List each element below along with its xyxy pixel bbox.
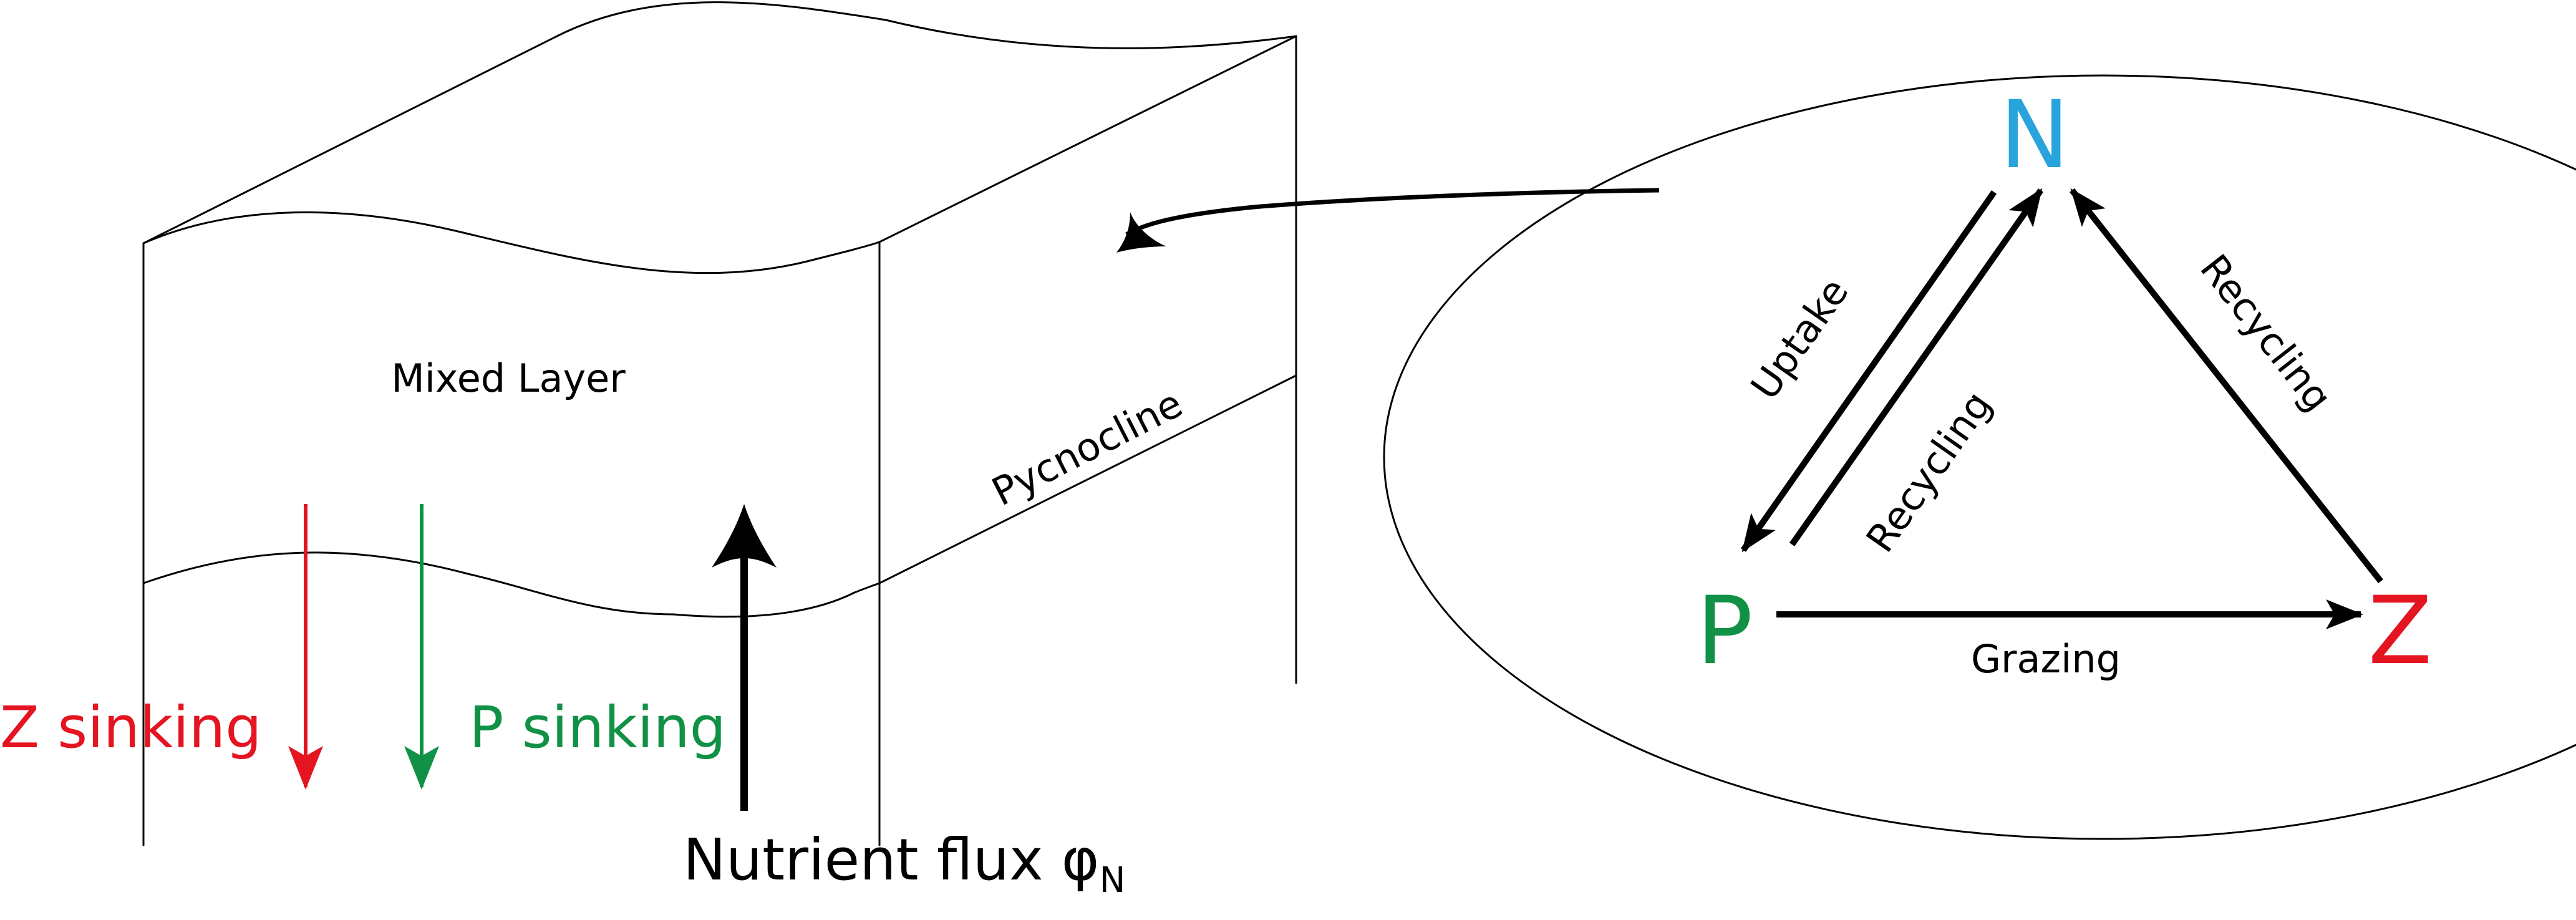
p-label: P bbox=[1697, 577, 1753, 685]
mixed-layer-label: Mixed Layer bbox=[391, 356, 626, 401]
z-label: Z bbox=[2368, 577, 2433, 685]
uptake-label: Uptake bbox=[1741, 269, 1857, 407]
nutrient-flux-subscript: N bbox=[1099, 860, 1125, 901]
slab-back-top-surface bbox=[557, 1, 1297, 49]
z-sinking-label: Z sinking bbox=[0, 694, 262, 761]
pycnocline-label: Pycnocline bbox=[985, 380, 1189, 515]
nutrient-flux-arrow-head bbox=[712, 504, 777, 568]
recycling-p-to-n-arrow bbox=[1789, 188, 2044, 546]
recycling-z-to-n-arrow bbox=[2070, 188, 2383, 584]
ocean-slab bbox=[142, 1, 1297, 846]
pycnocline-side-line bbox=[878, 374, 1297, 584]
n-label: N bbox=[2000, 81, 2070, 190]
recycling-p-label: Recycling bbox=[1857, 383, 2000, 561]
zoom-connector-arrow bbox=[1125, 188, 1660, 236]
zoom-connector-arrow-head bbox=[1116, 212, 1166, 253]
uptake-arrow bbox=[1740, 190, 1997, 553]
grazing-label: Grazing bbox=[1971, 636, 2121, 682]
sea-surface bbox=[142, 211, 881, 274]
npz-ellipse bbox=[1383, 74, 2576, 840]
slab-top-right-diagonal bbox=[878, 35, 1297, 243]
recycling-z-label: Recycling bbox=[2191, 246, 2341, 420]
pycnocline-front-curve bbox=[142, 551, 881, 618]
nutrient-flux-label: Nutrient flux φN bbox=[683, 826, 1125, 901]
nutrient-flux-main: Nutrient flux φ bbox=[683, 826, 1099, 893]
slab-top-left-diagonal bbox=[142, 34, 559, 245]
p-sinking-label: P sinking bbox=[469, 694, 726, 761]
